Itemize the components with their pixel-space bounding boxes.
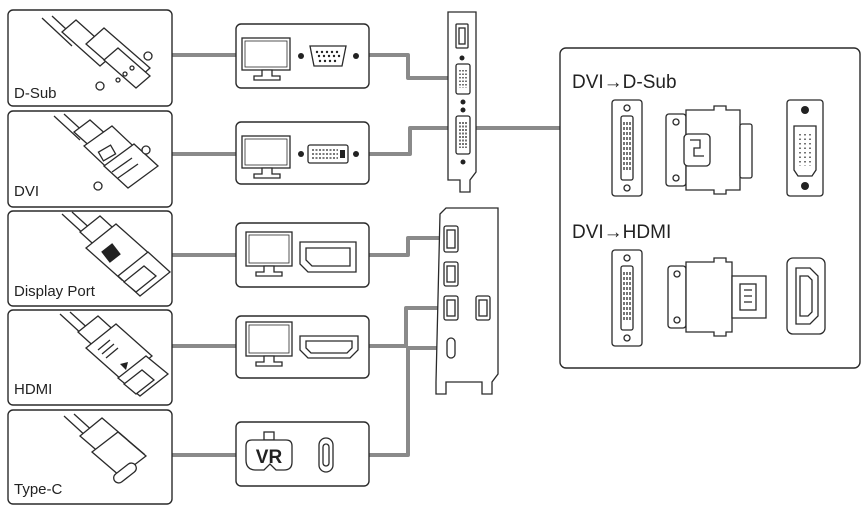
cable-displayport-label: Display Port (14, 283, 96, 300)
graphics-card-bracket-lower (435, 207, 499, 395)
dvi-port-icon (611, 99, 643, 197)
dvi-port-icon (455, 115, 471, 155)
cable-displayport: Display Port (7, 210, 173, 307)
dvi-port-icon (611, 249, 643, 347)
screw-icon (298, 151, 304, 157)
wires (172, 53, 560, 457)
wire-dsub-monitor-to-card (369, 53, 452, 80)
dvi-plug-icon (53, 113, 160, 191)
vga-port-icon (786, 99, 824, 197)
vr-headset-icon: VR (245, 431, 293, 471)
screw-icon (353, 151, 359, 157)
screw-icon (460, 107, 466, 113)
hdmi-plug-icon (59, 311, 170, 397)
adapters-panel: DVI→D-Sub DVI→HDMI (559, 47, 861, 369)
graphics-card-bracket-upper (447, 11, 477, 193)
device-monitor-hdmi (235, 315, 370, 379)
device-monitor-vga (235, 23, 370, 89)
typec-plug-icon (63, 413, 148, 484)
screw-icon (353, 53, 359, 59)
monitor-icon (245, 321, 293, 367)
cable-dvi-label: DVI (14, 183, 39, 200)
screw-icon (298, 53, 304, 59)
dvi-to-dsub-adapter-icon (665, 105, 753, 195)
screw-icon (460, 159, 466, 165)
cable-dsub-label: D-Sub (14, 85, 57, 102)
typec-port-icon (446, 337, 456, 359)
screw-icon (460, 99, 466, 105)
cable-hdmi: HDMI (7, 309, 173, 406)
monitor-icon (241, 37, 291, 81)
wire-dvi-monitor-to-card (369, 126, 452, 156)
device-vr-typec: VR (235, 421, 370, 487)
dsub-plug-icon (41, 15, 153, 91)
cable-typec-label: Type-C (14, 481, 63, 498)
device-monitor-displayport (235, 222, 370, 288)
wire-hdmi-monitor-to-card (369, 306, 443, 348)
cable-dvi: DVI (7, 110, 173, 208)
hdmi-port-icon (786, 257, 826, 335)
monitor-icon (241, 135, 291, 179)
wire-typec-vr-to-card (369, 346, 443, 457)
screw-icon (459, 55, 465, 61)
adapter-dvi-dsub-title: DVI→D-Sub (572, 72, 677, 93)
vga-pins (315, 50, 341, 63)
wire-dp-monitor-to-card (369, 236, 443, 257)
displayport-plug-icon (61, 211, 172, 297)
adapter-dvi-hdmi-title: DVI→HDMI (572, 222, 671, 243)
cable-typec: Type-C (7, 409, 173, 505)
device-monitor-dvi (235, 121, 370, 185)
dvi-to-hdmi-adapter-icon (667, 257, 767, 337)
vga-port-icon (455, 63, 471, 95)
vr-label: VR (256, 447, 283, 468)
cable-hdmi-label: HDMI (14, 381, 52, 398)
cable-dsub: D-Sub (7, 9, 173, 107)
monitor-icon (245, 231, 293, 277)
